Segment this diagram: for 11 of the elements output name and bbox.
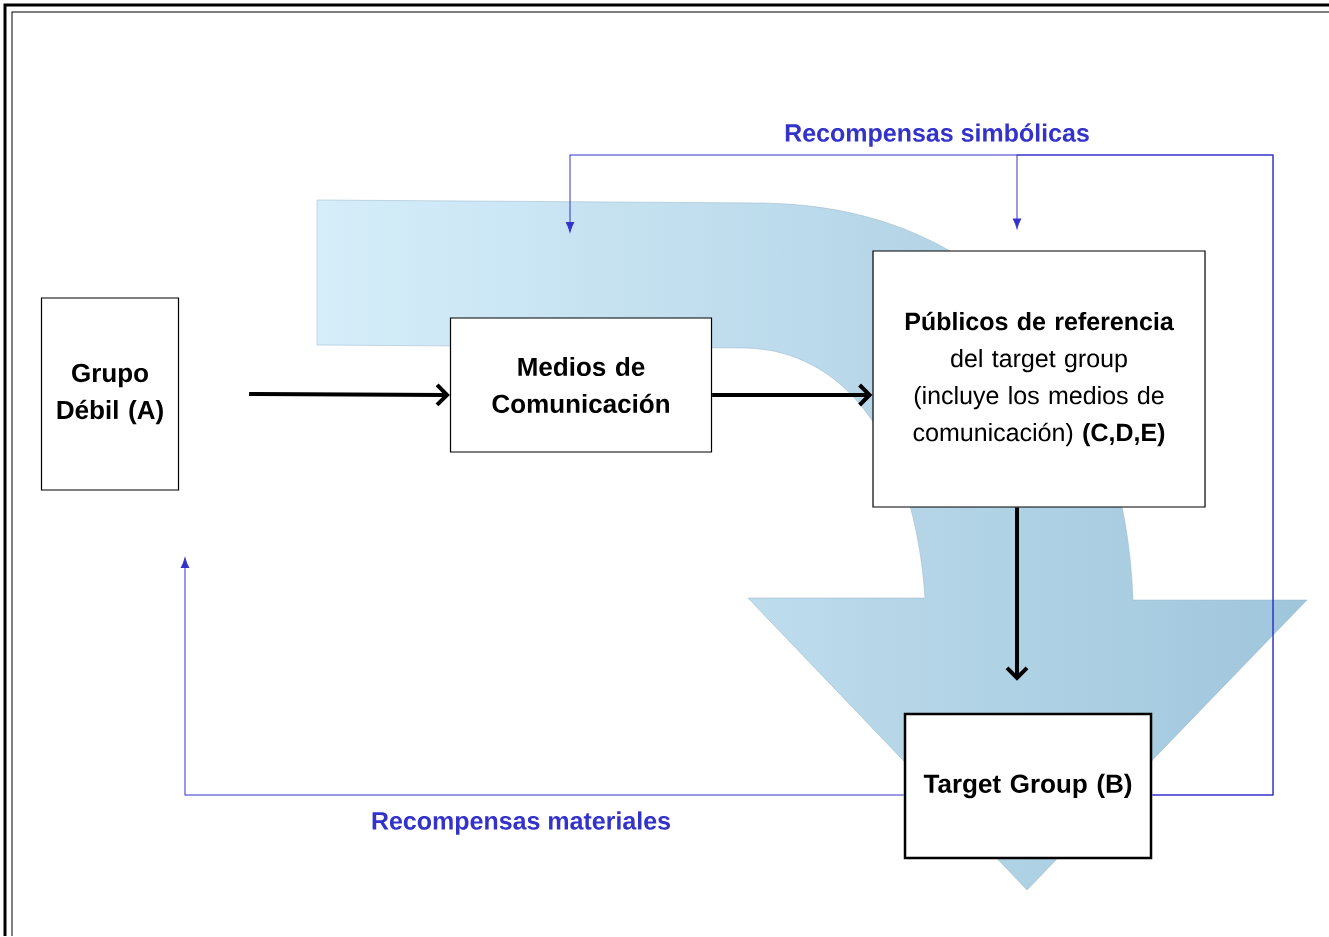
- arrow: [249, 383, 450, 407]
- arrow: [180, 557, 905, 796]
- edge-label: Recompensas materiales: [369, 810, 673, 836]
- audience-box: Públicos de referencia del target group (incluye los medios de comunicación) (C,D,E): [872, 250, 1206, 508]
- arrow: [1005, 507, 1029, 681]
- edge-label: Recompensas simbólicas: [783, 122, 1091, 148]
- group-box: Grupo Débil (A): [40, 297, 180, 491]
- media-box: Medios de Comunicación: [449, 317, 713, 453]
- arrow: [712, 383, 873, 407]
- arrow: [565, 154, 1274, 796]
- target-box: Target Group (B): [903, 712, 1153, 860]
